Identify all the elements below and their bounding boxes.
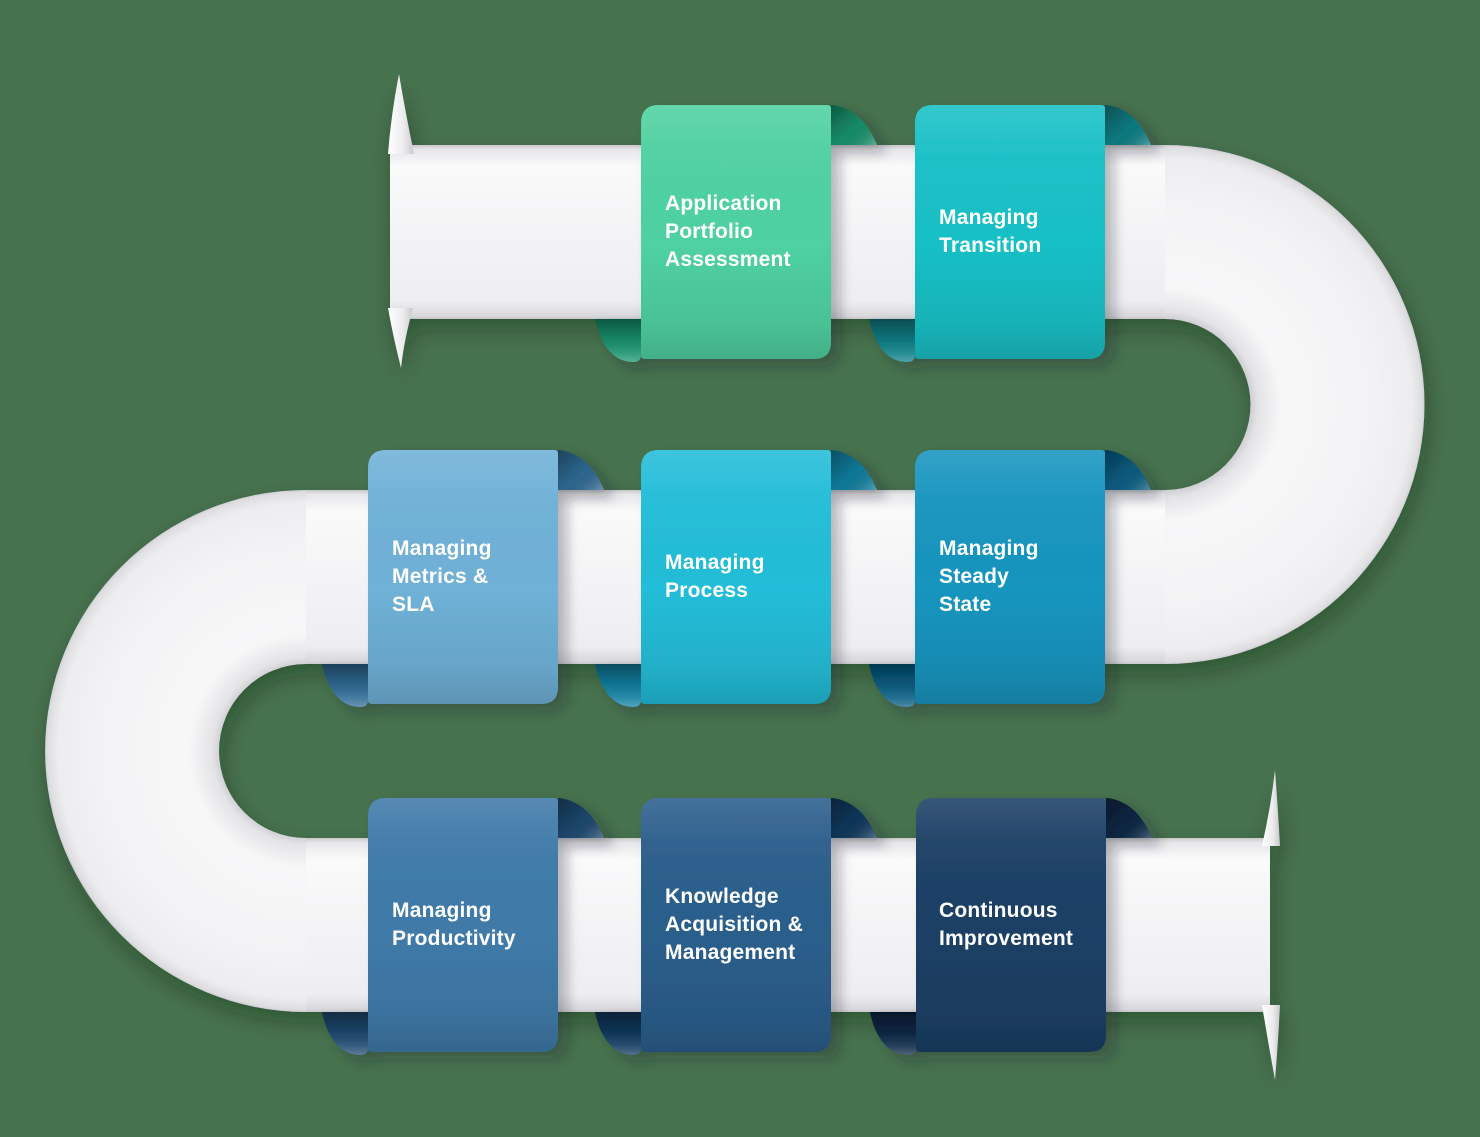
curl-shade [870,1012,916,1055]
ribbon-end-spike-top [1262,770,1280,846]
curl-shade [322,664,368,707]
ribbon-start-spike-top [388,74,414,154]
fold-shade [831,798,877,838]
fold-shade [1105,105,1151,145]
curl-shade [322,1012,368,1055]
step-label-knowledge-acquisition-management: Knowledge Acquisition & Management [665,885,803,964]
step-label-application-portfolio-assessment: Application Portfolio Assessment [665,192,791,271]
curl-shade [595,319,641,362]
band-left-turn [45,490,306,1012]
ribbon-start-spike-bottom [388,308,413,368]
fold-shade [831,450,877,490]
fold-shade [1106,798,1152,838]
step-label-managing-transition: Managing Transition [939,206,1042,257]
step-label-managing-metrics-sla: Managing Metrics & SLA [392,537,492,616]
fold-shade [558,798,604,838]
step-label-managing-productivity: Managing Productivity [392,899,516,950]
step-label-continuous-improvement: Continuous Improvement [939,899,1074,950]
curl-shade [869,319,915,362]
ribbon-end-spike-bottom [1262,1005,1280,1080]
fold-shade [831,105,877,145]
fold-shade [558,450,604,490]
fold-shade [1105,450,1151,490]
curl-shade [869,664,915,707]
band-right-turn [1165,145,1425,664]
step-label-managing-process: Managing Process [665,551,765,602]
step-label-managing-steady-state: Managing Steady State [939,537,1039,616]
curl-shade [595,664,641,707]
curl-shade [595,1012,641,1055]
